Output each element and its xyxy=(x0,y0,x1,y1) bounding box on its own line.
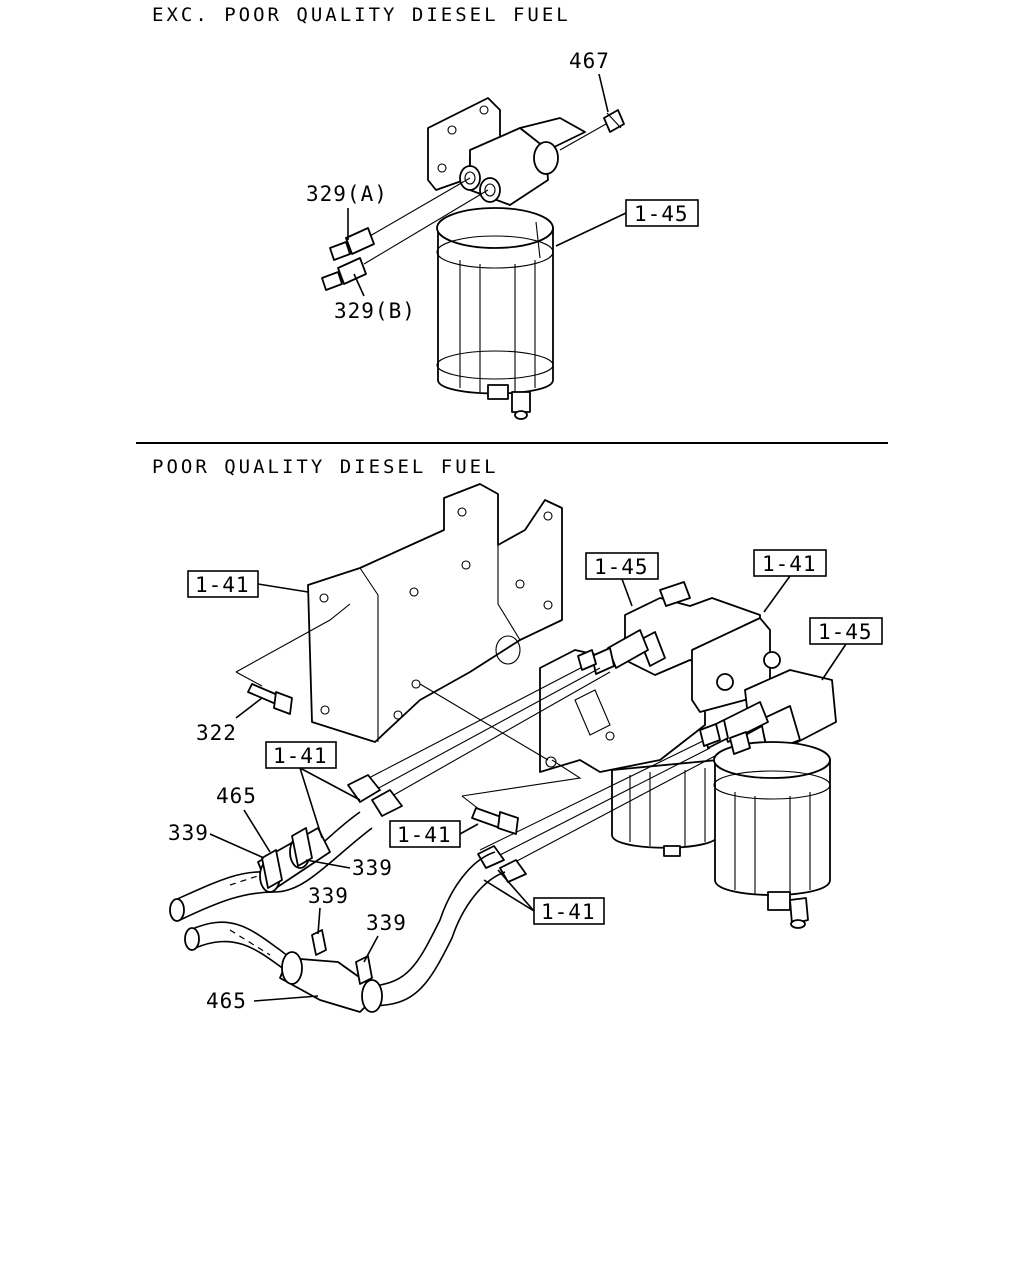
callout-465-top: 465 xyxy=(216,784,257,808)
clamps-339 xyxy=(261,827,373,985)
mounting-bracket xyxy=(307,483,563,743)
callout-329a: 329(A) xyxy=(306,182,388,206)
fitting-329a xyxy=(329,177,471,261)
callout-339-lower2: 339 xyxy=(366,911,407,935)
callout-141-hose-top: 1-41 xyxy=(273,744,328,768)
plug-467 xyxy=(559,109,625,151)
callout-box-145-top xyxy=(625,199,699,227)
section-title-poor-quality: POOR QUALITY DIESEL FUEL xyxy=(152,456,499,478)
callout-339-left: 339 xyxy=(168,821,209,845)
filter-head-front xyxy=(691,617,837,757)
callout-465-bottom: 465 xyxy=(206,989,247,1013)
callout-141-right: 1-41 xyxy=(762,552,817,576)
section-title-exc-poor-quality: EXC. POOR QUALITY DIESEL FUEL xyxy=(152,4,571,26)
bolt-322 xyxy=(247,683,293,715)
callout-box-141-bolt xyxy=(389,820,461,848)
callout-467: 467 xyxy=(569,49,610,73)
callout-141-hose-bottom: 1-41 xyxy=(541,900,596,924)
fitting-329b xyxy=(321,189,489,291)
callout-141-bolt: 1-41 xyxy=(397,823,452,847)
single-fuel-filter-assembly xyxy=(427,97,586,420)
callout-141-bracket: 1-41 xyxy=(195,573,250,597)
callout-145-top: 1-45 xyxy=(634,202,689,226)
fuel-filter-front xyxy=(713,741,831,929)
callout-322: 322 xyxy=(196,721,237,745)
callout-329b: 329(B) xyxy=(334,299,416,323)
callout-339-lower1: 339 xyxy=(308,884,349,908)
fuel-filter-rear xyxy=(611,759,719,857)
bolt-1-41 xyxy=(471,807,519,835)
callout-box-141-hose-top xyxy=(265,741,337,769)
callout-145-right: 1-45 xyxy=(818,620,873,644)
callout-145-left: 1-45 xyxy=(594,555,649,579)
callout-339-mid: 339 xyxy=(352,856,393,880)
